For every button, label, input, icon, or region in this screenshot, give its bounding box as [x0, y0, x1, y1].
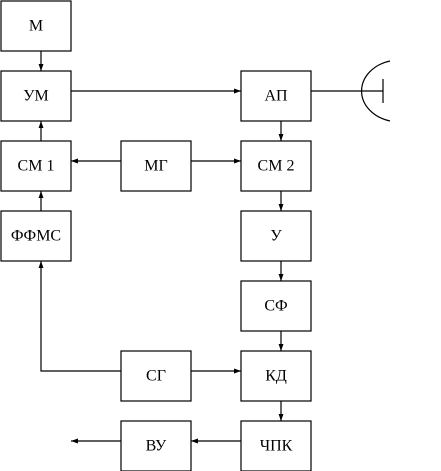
- block-label: М: [29, 18, 43, 35]
- block-label: ЧПК: [260, 438, 293, 455]
- block-sm2: СМ 2: [240, 140, 312, 192]
- link-sg-ffms: [38, 261, 121, 372]
- block-sg: СГ: [120, 350, 192, 402]
- block-kd: КД: [240, 350, 312, 402]
- block-um: УМ: [0, 70, 72, 122]
- block-label: МГ: [144, 158, 167, 175]
- block-u: У: [240, 210, 312, 262]
- dish-antenna-icon: [360, 60, 391, 122]
- block-sm1: СМ 1: [0, 140, 72, 192]
- block-label: ФФМС: [11, 228, 61, 245]
- block-m: М: [0, 0, 72, 52]
- block-label: СГ: [146, 368, 166, 385]
- block-mg: МГ: [120, 140, 192, 192]
- block-label: УМ: [23, 88, 49, 105]
- block-label: СФ: [264, 298, 287, 315]
- block-label: У: [270, 228, 282, 245]
- block-chpk: ЧПК: [240, 420, 312, 471]
- block-label: АП: [264, 88, 288, 105]
- block-ap: АП: [240, 70, 312, 122]
- block-label: ВУ: [146, 438, 167, 455]
- block-ffms: ФФМС: [0, 210, 72, 262]
- block-sf: СФ: [240, 280, 312, 332]
- connections: [38, 51, 383, 444]
- block-label: СМ 1: [18, 158, 55, 175]
- block-label: КД: [265, 368, 287, 385]
- block-label: СМ 2: [258, 158, 295, 175]
- block-vu: ВУ: [120, 420, 192, 471]
